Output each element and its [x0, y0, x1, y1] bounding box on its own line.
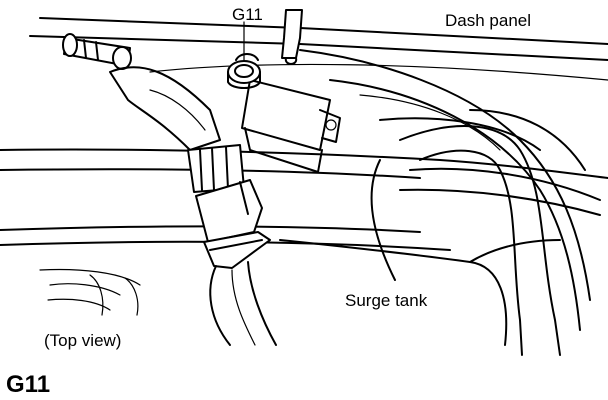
surge-tank-label: Surge tank	[345, 291, 428, 310]
g11-bolt	[227, 53, 261, 89]
hose-loop	[370, 125, 561, 356]
surge-tank-outline	[279, 239, 561, 346]
wiring-connector	[187, 144, 271, 269]
top-view-sketch	[39, 268, 141, 316]
cross-rods	[0, 148, 608, 251]
sensor-module	[241, 79, 341, 173]
connector-code-title: G11	[6, 371, 50, 398]
dash-clamp	[281, 9, 303, 65]
background-tubes	[299, 49, 601, 331]
top-view-label: (Top view)	[44, 331, 121, 350]
g11-callout-label: G11	[232, 5, 263, 24]
wiring-harness	[209, 261, 277, 346]
bracket-arm	[109, 66, 221, 151]
dash-panel-label: Dash panel	[445, 11, 531, 30]
